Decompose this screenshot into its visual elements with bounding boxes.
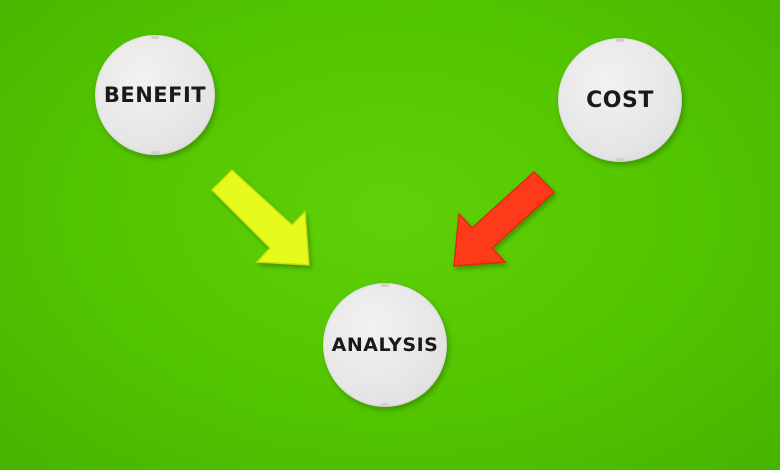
cost-disc: COST	[558, 38, 682, 162]
analysis-disc: ANALYSIS	[323, 283, 447, 407]
disc-notch	[381, 283, 389, 287]
disc-notch	[151, 35, 159, 39]
benefit-disc: BENEFIT	[95, 35, 215, 155]
disc-notch	[381, 403, 389, 407]
disc-notch	[151, 151, 159, 155]
yellow-arrow-icon	[210, 168, 310, 266]
cost-label: COST	[586, 87, 654, 113]
red-arrow-icon	[453, 170, 556, 267]
benefit-label: BENEFIT	[103, 83, 207, 107]
disc-notch	[616, 38, 624, 42]
disc-notch	[616, 158, 624, 162]
analysis-label: ANALYSIS	[331, 334, 439, 356]
